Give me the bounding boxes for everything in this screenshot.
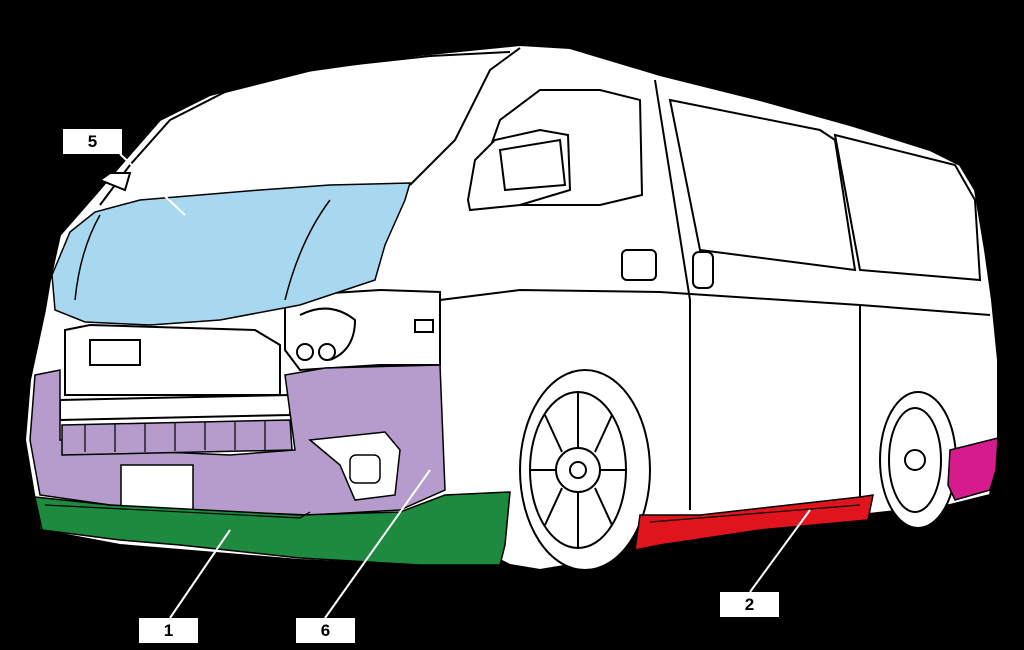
part-2-side-step <box>634 494 874 551</box>
part-5-bonnet <box>51 182 412 326</box>
leader-lines <box>119 153 811 619</box>
part-6-front-bumper <box>29 364 446 522</box>
part-1-front-lip <box>34 491 511 566</box>
front-wheel <box>519 369 651 571</box>
label-6: 6 <box>296 618 355 643</box>
part-rear-under <box>947 437 999 501</box>
rear-wheel <box>879 391 957 529</box>
label-2: 2 <box>720 592 779 617</box>
label-1: 1 <box>139 618 198 643</box>
label-5: 5 <box>63 129 122 154</box>
